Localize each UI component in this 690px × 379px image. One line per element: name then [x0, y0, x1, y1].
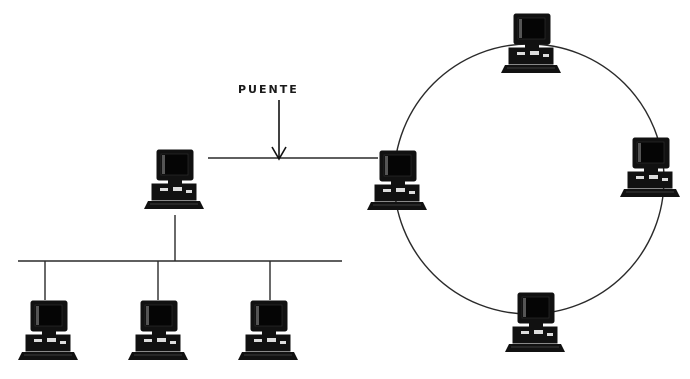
computer-icon	[619, 137, 681, 198]
computer-icon	[237, 300, 299, 361]
bridge-label: PUENTE	[238, 83, 299, 96]
network-links	[18, 43, 665, 315]
computer-icon	[127, 300, 189, 361]
computer-icon	[504, 292, 566, 353]
computer-icon	[17, 300, 79, 361]
ring-line	[393, 43, 665, 315]
computer-icon	[143, 149, 205, 210]
arrow-down-icon	[271, 100, 287, 161]
computer-icon	[366, 150, 428, 211]
computer-icon	[500, 13, 562, 74]
